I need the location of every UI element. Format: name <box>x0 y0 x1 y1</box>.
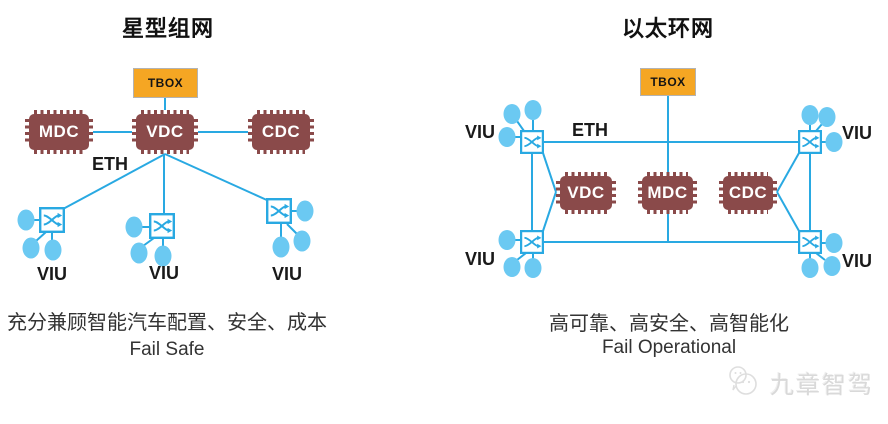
left-chip-vdc: VDC <box>132 110 198 154</box>
right-eth-label: ETH <box>572 120 608 140</box>
viu-switch-icon <box>266 198 292 224</box>
brand-name: 九章智驾 <box>770 371 874 399</box>
chip-pins-bottom <box>141 149 189 154</box>
chip-pins-top <box>647 172 688 177</box>
left-tbox-node: TBOX <box>133 68 198 98</box>
viu-sensors-right-bl <box>498 230 542 278</box>
chip-pins-right <box>611 181 616 205</box>
chip-pins-right <box>772 181 777 205</box>
right-ring-links <box>531 96 811 243</box>
viu-switch-icon <box>798 230 822 254</box>
right-caption-line1: 高可靠、高安全、高智能化 <box>549 313 789 335</box>
chip-label: VDC <box>560 176 612 210</box>
viu-switch-icon <box>798 130 822 154</box>
left-caption-line1: 充分兼顾智能汽车配置、安全、成本 <box>7 312 327 334</box>
right-viu-label-tr: VIU <box>842 123 873 143</box>
chip-pins-right <box>88 119 93 145</box>
chip-pins-left <box>556 181 561 205</box>
chip-pins-top <box>34 110 84 115</box>
viu-sensors-left-3 <box>272 200 314 258</box>
chip-pins-right <box>692 181 697 205</box>
viu-sensors-right-tl <box>498 100 542 147</box>
chip-pins-left <box>248 119 253 145</box>
chip-pins-right <box>309 119 314 145</box>
right-chip-cdc: CDC <box>719 172 777 214</box>
wechat-bubbles-icon <box>729 366 757 395</box>
chip-pins-top <box>565 172 607 177</box>
viu-sensors-right-br <box>801 233 843 278</box>
chip-pins-left <box>25 119 30 145</box>
viu-switch-icon <box>520 230 544 254</box>
chip-pins-top <box>728 172 768 177</box>
left-diagram-title: 星型组网 <box>121 16 214 41</box>
viu-sensors-right-tr <box>801 105 843 152</box>
right-viu-label-tl: VIU <box>464 122 495 142</box>
right-tbox-node: TBOX <box>640 68 696 96</box>
chip-pins-top <box>257 110 305 115</box>
chip-label: CDC <box>723 176 773 210</box>
chip-pins-left <box>638 181 643 205</box>
chip-label: CDC <box>252 114 310 150</box>
right-chip-mdc: MDC <box>638 172 697 214</box>
chip-pins-top <box>141 110 189 115</box>
left-caption-line2: Fail Safe <box>129 339 205 360</box>
chip-pins-bottom <box>728 209 768 214</box>
right-viu-label-bl: VIU <box>464 249 495 269</box>
viu-sensors-left-2 <box>125 216 172 267</box>
left-viu-label-1: VIU <box>36 264 67 284</box>
chip-pins-left <box>719 181 724 205</box>
chip-label: MDC <box>29 114 89 150</box>
right-caption-line2: Fail Operational <box>601 337 737 358</box>
chip-pins-left <box>132 119 137 145</box>
left-chip-cdc: CDC <box>248 110 314 154</box>
viu-switch-icon <box>149 213 175 239</box>
left-chip-mdc: MDC <box>25 110 93 154</box>
chip-pins-bottom <box>647 209 688 214</box>
chip-pins-bottom <box>257 149 305 154</box>
viu-switch-icon <box>39 207 65 233</box>
left-viu-label-2: VIU <box>148 263 179 283</box>
viu-sensors-left-1 <box>17 209 62 261</box>
chip-pins-right <box>193 119 198 145</box>
chip-label: MDC <box>642 176 693 210</box>
left-star-links <box>62 98 270 213</box>
right-chip-vdc: VDC <box>556 172 616 214</box>
right-viu-label-br: VIU <box>842 251 873 271</box>
chip-pins-bottom <box>34 149 84 154</box>
right-diagram-title: 以太环网 <box>621 16 714 41</box>
brand-watermark: 九章智驾 <box>726 364 874 400</box>
viu-switch-icon <box>520 130 544 154</box>
left-viu-label-3: VIU <box>271 264 302 284</box>
chip-label: VDC <box>136 114 194 150</box>
left-eth-label: ETH <box>92 154 128 174</box>
chip-pins-bottom <box>565 209 607 214</box>
